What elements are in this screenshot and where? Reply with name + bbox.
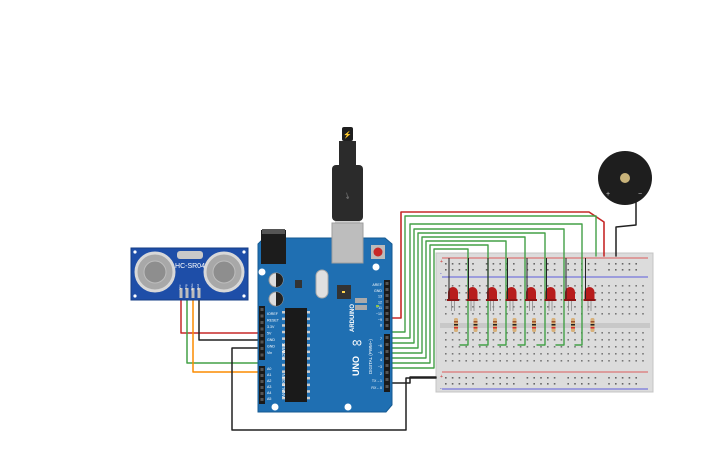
pin-label: GND [374,289,382,293]
pin-label: ~6 [378,344,382,348]
pin-label: ~9 [378,318,382,322]
crystal [177,251,203,259]
buzzer-minus-label: − [638,191,642,198]
pin-label: A3 [267,385,271,389]
arduino-model-label: UNO [351,356,361,376]
pin-label: 5V [267,332,272,336]
rail-minus-label: - [440,271,442,277]
rail-plus-label-bottom: + [440,374,443,380]
pin-label: Vin [267,351,272,355]
wire-black-gnd[interactable] [386,376,437,384]
pin-label: A4 [267,391,271,395]
pin-label: 12 [378,300,382,304]
wire-red-vcc[interactable] [180,297,263,334]
wire-black-buzzer[interactable] [615,198,637,257]
rail-minus-label-bottom: - [440,386,442,392]
wire-green-8[interactable] [386,248,469,369]
pin-label: A5 [267,397,271,401]
sensor-pin-label: Vcc [178,284,182,290]
wire-red-power[interactable] [386,211,605,319]
wire-green-4[interactable] [386,232,546,349]
sensor-pin-label: Echo [190,283,194,290]
arduino-uno[interactable]: ⚡ ⭏ ARDUINO [257,127,393,413]
pin-label: AREF [372,283,382,287]
power-header[interactable] [259,306,265,360]
wire-black-loop[interactable] [231,347,437,431]
pin-label: IOREF [267,312,279,316]
analog-header[interactable] [259,366,265,404]
pin-label: 13 [378,295,382,299]
rail-plus-label: + [440,259,443,265]
pin-label: GND [267,345,275,349]
led[interactable] [584,287,595,300]
buzzer-plus-label: + [606,191,610,198]
pin-label: TX→1 [372,379,382,383]
digital-section-label: DIGITAL (PWM~) [368,339,373,374]
wire-green-2[interactable] [386,223,583,346]
pin-label: RESET [267,319,280,323]
digital-header-bottom[interactable] [384,334,390,392]
atmega-chip [285,308,307,402]
sensor-pin-label: Trig [184,284,188,289]
analog-section-label: ANALOG IN [281,373,286,398]
wires [180,198,637,431]
wire-orange-echo[interactable] [192,297,263,373]
pin-label: 3.3V [267,325,275,329]
pin-label: 2 [380,372,382,376]
pin-label: ~10 [376,312,382,316]
led[interactable] [506,287,517,300]
wire-green-3[interactable] [386,228,565,346]
led-array [447,258,596,332]
wire-green-6[interactable] [386,240,507,359]
wire-green-1[interactable] [386,215,597,333]
sensor-model-label: HC-SR04 [175,263,205,270]
pin-label: 8 [380,324,382,328]
wire-green-trig[interactable] [186,297,263,364]
pin-label: ~11 [376,306,382,310]
reset-button[interactable] [373,247,383,257]
power-section-label: POWER [281,342,286,360]
wire-green-7[interactable] [386,244,489,364]
pin-label: 7 [380,337,382,341]
breadboard-holes [445,263,644,385]
led[interactable] [526,287,536,300]
led[interactable] [545,287,556,300]
pin-label: GND [267,338,275,342]
digital-header-top[interactable] [384,280,390,330]
arduino-brand-label: ARDUINO [350,304,356,332]
usb-plug[interactable] [332,165,363,221]
led[interactable] [467,287,478,300]
pin-label: A1 [267,373,271,377]
pin-label: 4 [380,358,382,362]
led[interactable] [565,287,575,300]
wire-black-gnd-sensor[interactable] [198,297,263,341]
sensor-pin-label: Gnd [196,284,200,290]
wire-green-5[interactable] [386,236,526,354]
led[interactable] [487,287,497,300]
usb-port[interactable] [331,222,364,264]
infinity-logo-icon: ∞ [352,334,362,350]
pin-label: ~3 [378,365,382,369]
power-jack[interactable] [261,230,286,264]
pin-label: RX←0 [371,386,382,390]
svg-text:⭏: ⭏ [345,188,349,202]
pin-label: A0 [267,367,271,371]
pin-label: A2 [267,379,271,383]
pin-label: ~5 [378,351,382,355]
led[interactable] [448,287,458,300]
piezo-buzzer[interactable]: + − [598,151,652,205]
svg-text:⚡: ⚡ [343,130,352,139]
